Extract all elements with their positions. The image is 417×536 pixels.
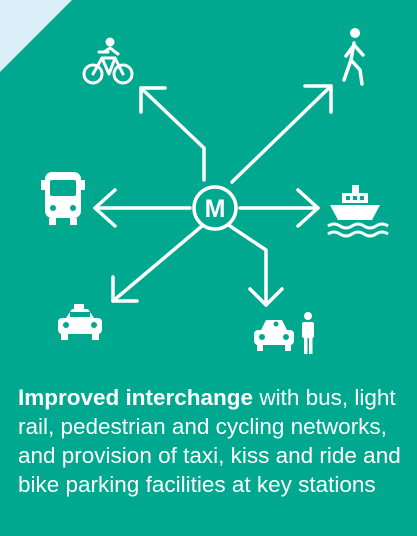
arrow-to-taxi [111,224,204,303]
interchange-caption: Improved interchange with bus, light rai… [18,383,413,499]
bike-icon [82,37,134,85]
bus-icon [41,172,85,225]
pedestrian-icon [342,28,365,86]
arrow-to-ferry [238,188,320,228]
arrow-to-pedestrian [230,84,333,184]
caption-body: with bus, light rail, pedestrian and cyc… [18,385,401,497]
ferry-icon [327,185,389,238]
arrow-to-kiss-and-ride [228,224,284,307]
kiss-and-ride-icon [254,312,314,354]
taxi-icon [58,304,102,340]
hub-label: M [205,195,226,223]
arrow-to-bike [139,86,206,182]
interchange-diagram: M [41,28,389,354]
caption-heading: Improved interchange [18,385,254,410]
metro-hub: M [192,185,238,231]
arrow-to-bus [93,188,192,228]
